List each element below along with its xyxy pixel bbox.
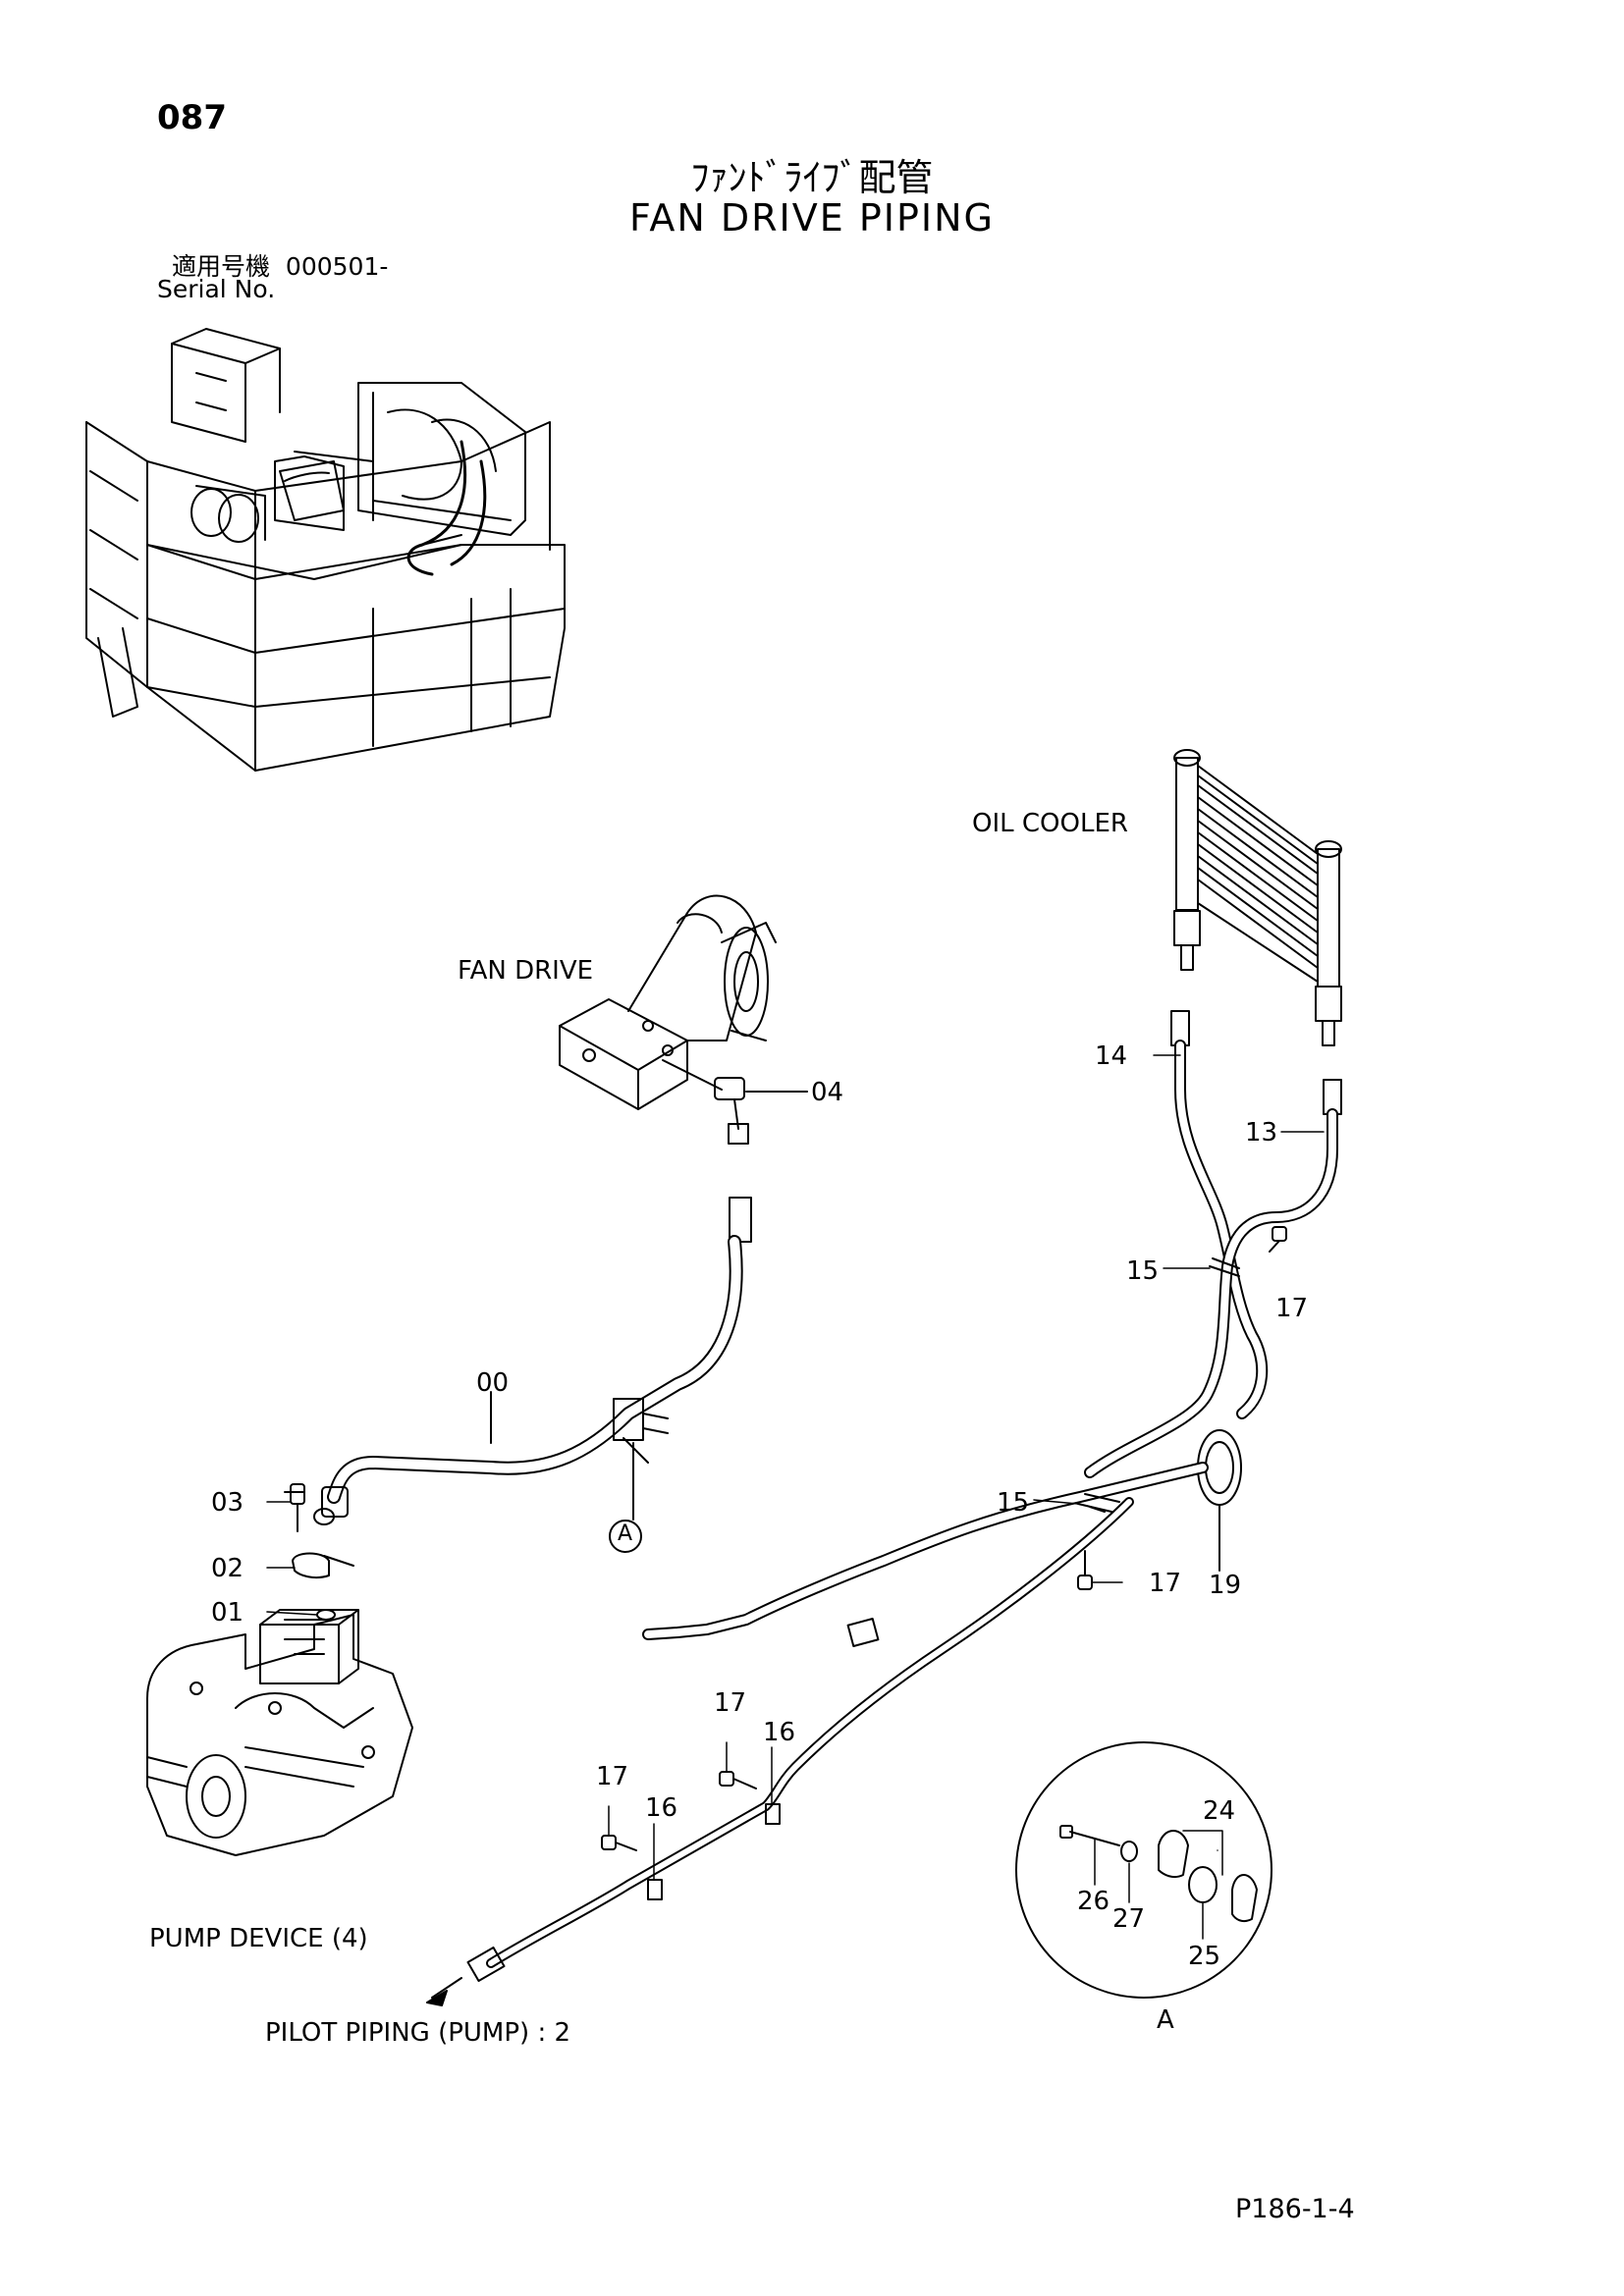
oil-cooler-label: OIL COOLER [972,809,1128,838]
page-reference: P186-1-4 [1235,2194,1355,2224]
clamp-marker-label: A [618,1522,633,1546]
page-number: 087 [157,98,227,137]
callout-24: 24 [1203,1796,1236,1826]
callout-00: 00 [476,1368,510,1398]
callout-13: 13 [1245,1118,1278,1148]
pilot-pipe [427,1502,1129,2005]
callout-14: 14 [1095,1041,1128,1071]
callout-25: 25 [1188,1942,1221,1971]
callout-01: 01 [211,1598,244,1628]
page-title: FAN DRIVE PIPING [629,196,995,240]
callout-03: 03 [211,1488,244,1518]
fan-drive-label: FAN DRIVE [458,956,594,986]
pilot-piping-label: PILOT PIPING (PUMP) : 2 [265,2018,571,2048]
detail-view-a [1016,1742,1272,1998]
callout-02: 02 [211,1554,244,1583]
callout-17-lower: 17 [1149,1569,1182,1598]
hose-00 [314,1198,751,1524]
machine-overview-illustration [86,329,565,771]
pump-device-label: PUMP DEVICE (4) [149,1924,368,1953]
callout-15-lower: 15 [997,1488,1030,1518]
serial-label: Serial No. [157,275,276,303]
clamps-and-bolts [602,1227,1286,1899]
callout-04: 04 [811,1078,844,1107]
callout-26: 26 [1077,1887,1110,1916]
callout-17-mid: 17 [714,1688,747,1718]
return-hose [648,1463,1203,1646]
page-title-japanese: ﾌｧﾝﾄﾞﾗｲﾌﾞ配管 [690,156,934,199]
clamp-a [610,1399,668,1552]
serial-range: 000501- [285,252,389,281]
callout-16-right: 16 [763,1718,796,1747]
grommet-19 [1198,1430,1241,1571]
serial-line: 適用号機 000501- [172,247,388,283]
oil-cooler-illustration [1174,750,1341,1045]
callout-19: 19 [1209,1571,1242,1600]
elbow-fitting-04 [663,1060,807,1144]
pump-fittings [285,1484,353,1620]
callout-17-left: 17 [596,1762,629,1791]
fan-drive-illustration [560,896,776,1109]
callout-16-left: 16 [645,1793,678,1823]
leader-lines [267,1055,1324,1939]
callout-17-upper: 17 [1275,1294,1309,1323]
callout-27: 27 [1112,1904,1146,1934]
detail-view-label: A [1157,2005,1174,2035]
pump-device-illustration [147,1610,412,1855]
serial-label-japanese: 適用号機 [172,252,271,281]
callout-15-upper: 15 [1126,1256,1160,1286]
